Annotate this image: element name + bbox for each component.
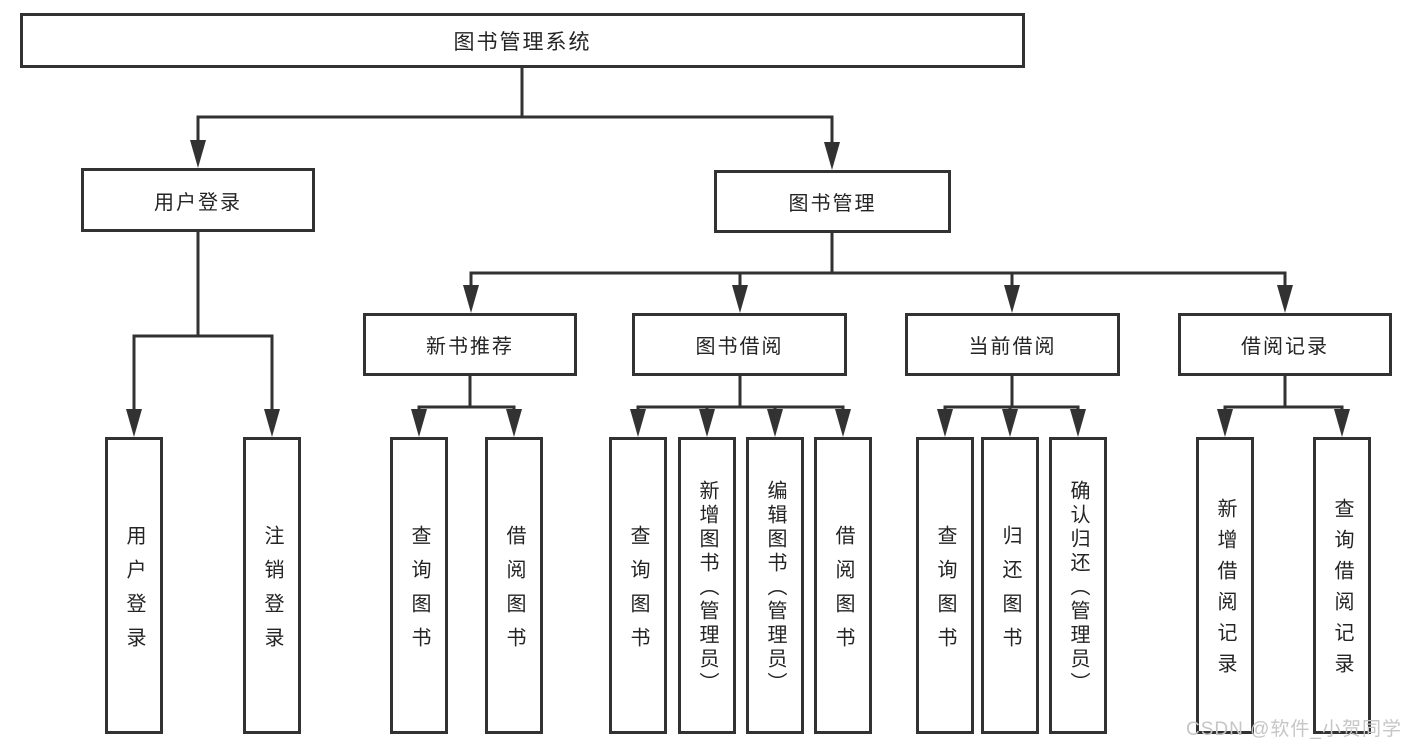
leaf-add-book-admin-label: 新增图书（管理员） <box>696 479 718 696</box>
root-node-label: 图书管理系统 <box>453 30 592 54</box>
leaf-add-borrow-record-label: 新增借阅记录 <box>1214 498 1236 684</box>
leaf-user-login-label: 用户登录 <box>123 524 145 661</box>
leaf-add-book-admin: 新增图书（管理员） <box>678 437 736 734</box>
branch-user-login: 用户登录 <box>81 168 315 232</box>
branch-book-management: 图书管理 <box>714 170 951 233</box>
arrow-heads <box>126 140 1350 437</box>
leaf-query-book-borrow: 查询图书 <box>609 437 667 734</box>
leaf-borrow-book-label: 借阅图书 <box>832 524 854 661</box>
leaf-edit-book-admin: 编辑图书（管理员） <box>746 437 804 734</box>
leaf-borrow-book-recommend-label: 借阅图书 <box>503 524 525 661</box>
leaf-query-book-borrow-label: 查询图书 <box>627 524 649 661</box>
leaf-query-book-current: 查询图书 <box>916 437 974 734</box>
node-book-borrow-label: 图书借阅 <box>695 336 784 358</box>
node-borrow-records: 借阅记录 <box>1178 313 1392 376</box>
node-borrow-records-label: 借阅记录 <box>1241 336 1329 358</box>
leaf-edit-book-admin-label: 编辑图书（管理员） <box>764 479 786 696</box>
leaf-query-book-recommend: 查询图书 <box>390 437 448 734</box>
branch-user-login-label: 用户登录 <box>154 191 242 214</box>
csdn-watermark: CSDN @软件_小贺同学 <box>1186 719 1402 740</box>
leaf-logout: 注销登录 <box>243 437 301 734</box>
leaf-query-borrow-record: 查询借阅记录 <box>1313 437 1371 734</box>
root-node: 图书管理系统 <box>20 13 1025 68</box>
leaf-return-book-label: 归还图书 <box>999 524 1021 661</box>
leaf-confirm-return-admin: 确认归还（管理员） <box>1049 437 1107 734</box>
node-new-book-recommend: 新书推荐 <box>363 313 577 376</box>
leaf-return-book: 归还图书 <box>981 437 1039 734</box>
connector-strokes <box>132 68 1344 413</box>
leaf-borrow-book: 借阅图书 <box>814 437 872 734</box>
leaf-query-borrow-record-label: 查询借阅记录 <box>1331 498 1353 684</box>
leaf-add-borrow-record: 新增借阅记录 <box>1196 437 1254 734</box>
leaf-query-book-current-label: 查询图书 <box>934 524 956 661</box>
node-new-book-recommend-label: 新书推荐 <box>426 336 514 358</box>
leaf-user-login: 用户登录 <box>105 437 163 734</box>
leaf-confirm-return-admin-label: 确认归还（管理员） <box>1067 479 1089 696</box>
node-book-borrow: 图书借阅 <box>632 313 847 376</box>
leaf-logout-label: 注销登录 <box>261 524 283 661</box>
node-current-borrow-label: 当前借阅 <box>968 336 1057 358</box>
branch-book-management-label: 图书管理 <box>788 193 877 215</box>
leaf-query-book-recommend-label: 查询图书 <box>408 524 430 661</box>
leaf-borrow-book-recommend: 借阅图书 <box>485 437 543 734</box>
node-current-borrow: 当前借阅 <box>905 313 1120 376</box>
